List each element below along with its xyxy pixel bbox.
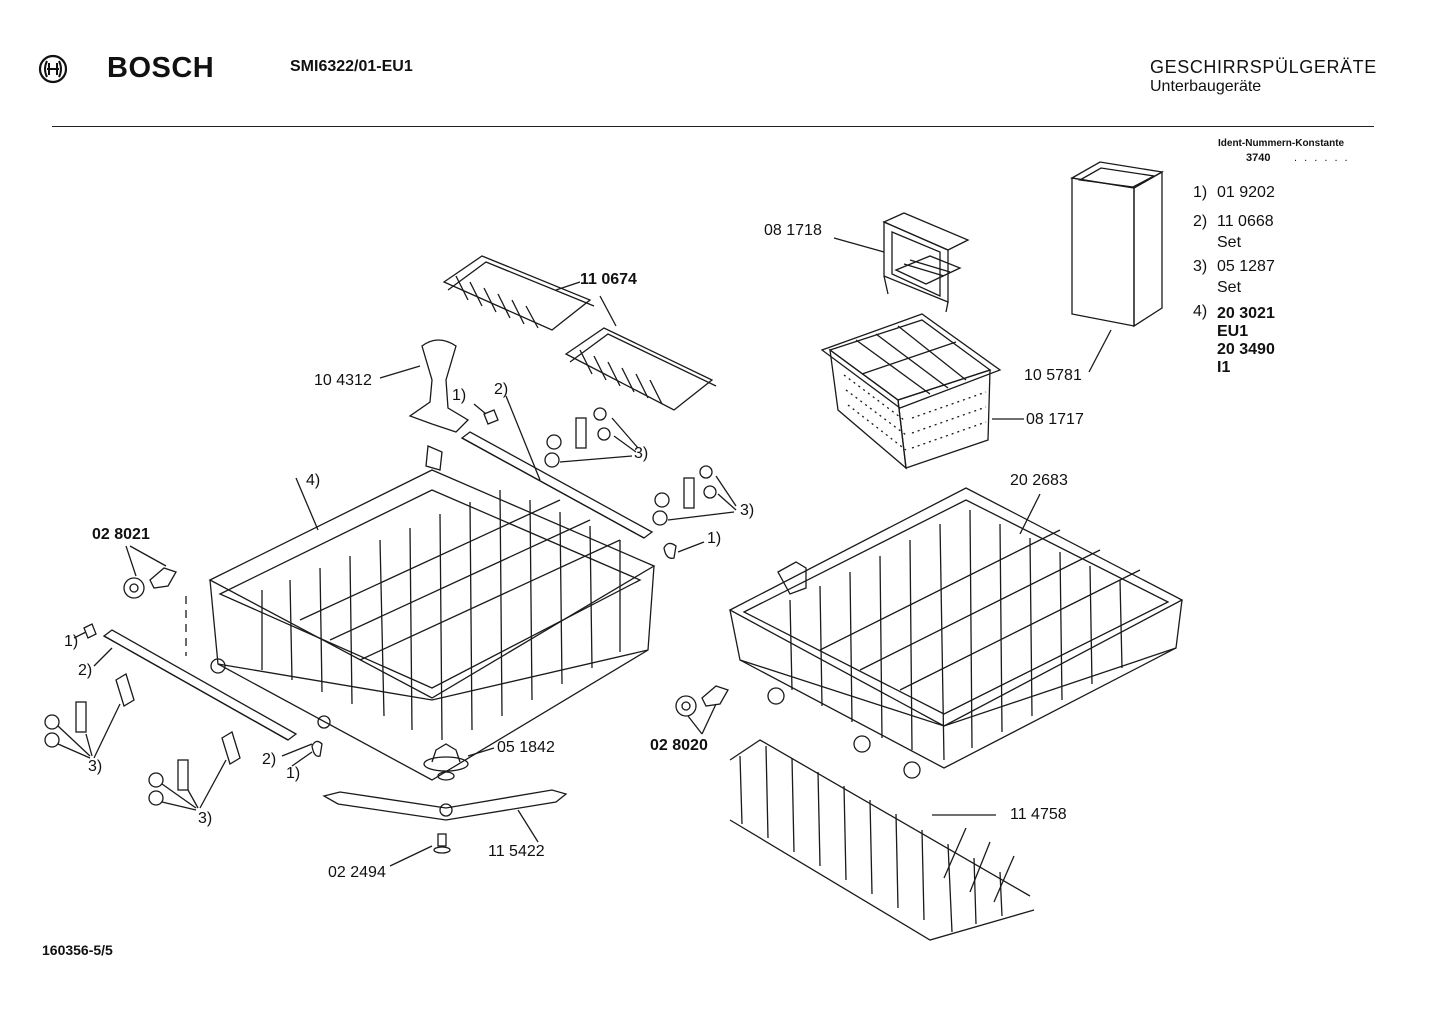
bosch-logo-icon bbox=[38, 54, 68, 84]
roller-set-middle-drawing bbox=[652, 465, 737, 526]
legend-value-2: 11 0668 bbox=[1217, 213, 1274, 230]
legend-value-1: 01 9202 bbox=[1217, 184, 1275, 201]
legend-key-1: 1) bbox=[1193, 184, 1208, 201]
callout-clip-lower: 1) bbox=[286, 765, 301, 782]
label-basket-handle: 08 1718 bbox=[764, 222, 822, 239]
roller-set-lower-left-drawing bbox=[44, 673, 135, 759]
roller-left-drawing bbox=[123, 545, 187, 656]
label-roller-right: 02 8020 bbox=[650, 737, 708, 754]
label-screw: 02 2494 bbox=[328, 864, 386, 881]
label-spray-arm: 11 5422 bbox=[488, 843, 545, 860]
label-cutlery-tube: 10 5781 bbox=[1024, 367, 1082, 384]
legend-key-2: 2) bbox=[1193, 213, 1208, 230]
basket-handle-drawing bbox=[833, 212, 970, 313]
rail-upper-drawing bbox=[460, 395, 654, 539]
roller-right-drawing bbox=[675, 685, 729, 735]
lower-basket-drawing bbox=[728, 487, 1184, 779]
model-number: SMI6322/01-EU1 bbox=[290, 58, 413, 75]
callout-upper-basket: 4) bbox=[306, 472, 321, 489]
tine-insert-drawing bbox=[729, 739, 1035, 941]
callout-rail-lower: 2) bbox=[262, 751, 277, 768]
spray-arm-drawing bbox=[322, 789, 568, 843]
callout-clip-left: 1) bbox=[64, 633, 79, 650]
legend-key-4: 4) bbox=[1193, 303, 1208, 320]
brand-name: BOSCH bbox=[107, 52, 215, 84]
roller-set-lower-center-drawing bbox=[148, 731, 241, 811]
legend-value-3-note: Set bbox=[1217, 279, 1242, 296]
ident-dots: . . . . . . bbox=[1294, 152, 1350, 164]
legend-key-3: 3) bbox=[1193, 258, 1208, 275]
legend-value-2-note: Set bbox=[1217, 234, 1242, 251]
legend-value-4: 20 3021 bbox=[1217, 305, 1275, 322]
label-funnel: 10 4312 bbox=[314, 372, 372, 389]
callout-clip-right: 1) bbox=[707, 530, 722, 547]
label-roller-left: 02 8021 bbox=[92, 526, 150, 543]
legend-value-4-alt-variant: I1 bbox=[1217, 359, 1231, 376]
legend-value-3: 05 1287 bbox=[1217, 258, 1275, 275]
roller-set-upper-drawing bbox=[544, 407, 639, 468]
foldable-rack-upper-drawing bbox=[442, 255, 595, 331]
document-id: 160356-5/5 bbox=[42, 942, 113, 958]
screw-drawing bbox=[389, 833, 451, 867]
cutlery-tube-drawing bbox=[1070, 161, 1164, 373]
legend-value-4-alt: 20 3490 bbox=[1217, 341, 1275, 358]
callout-rollers-middle: 3) bbox=[740, 502, 755, 519]
upper-basket-drawing bbox=[208, 445, 656, 781]
ident-number: 3740 bbox=[1246, 152, 1271, 164]
clip-right-drawing bbox=[663, 541, 705, 559]
label-tine-insert: 11 4758 bbox=[1010, 806, 1067, 823]
header-divider bbox=[52, 126, 1374, 127]
document-subtitle: Unterbaugeräte bbox=[1150, 78, 1262, 95]
ident-title: Ident-Nummern-Konstante bbox=[1218, 138, 1345, 149]
callout-rollers-lower-center: 3) bbox=[198, 810, 213, 827]
legend-value-4-variant: EU1 bbox=[1217, 323, 1249, 340]
label-cutlery-basket: 08 1717 bbox=[1026, 411, 1084, 428]
callout-rail-left: 2) bbox=[78, 662, 93, 679]
lower-basket-tines bbox=[789, 509, 1141, 761]
callout-rollers-upper: 3) bbox=[634, 445, 649, 462]
clip-upper-drawing bbox=[473, 403, 499, 425]
label-spray-hub: 05 1842 bbox=[497, 739, 555, 756]
callout-clip-upper: 1) bbox=[452, 387, 467, 404]
clip-lower-drawing bbox=[281, 740, 323, 767]
callout-rail-upper: 2) bbox=[494, 381, 509, 398]
upper-basket-tines bbox=[261, 489, 621, 741]
spray-hub-drawing bbox=[423, 743, 495, 781]
label-lower-basket: 20 2683 bbox=[1010, 472, 1068, 489]
rail-lower-drawing bbox=[73, 623, 298, 741]
funnel-drawing bbox=[379, 339, 470, 433]
callout-rollers-lower-left: 3) bbox=[88, 758, 103, 775]
label-foldable-rack: 11 0674 bbox=[580, 271, 637, 288]
document-title: GESCHIRRSPÜLGERÄTE bbox=[1150, 57, 1377, 77]
foldable-rack-lower-drawing bbox=[564, 295, 717, 411]
cutlery-basket-drawing bbox=[820, 313, 1024, 470]
